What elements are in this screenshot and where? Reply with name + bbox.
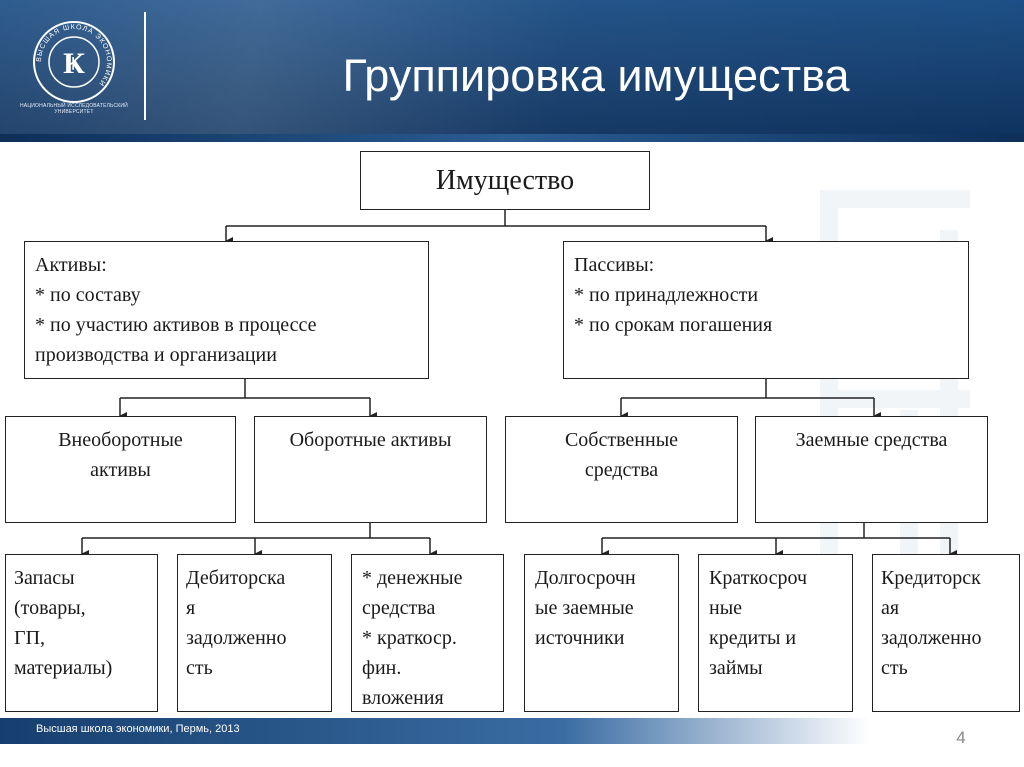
node-inventories-line: (товары, — [14, 597, 86, 619]
node-payables-line: Кредиторск — [881, 567, 981, 589]
header-bottom-stripe — [0, 134, 1024, 142]
node-receivables-line: Дебиторска — [186, 567, 286, 589]
node-assets-item: производства и организации — [35, 344, 277, 366]
node-own-funds-line: средства — [584, 459, 659, 481]
node-liabilities-item: * по принадлежности — [574, 284, 759, 306]
logo-monogram: Ҝ — [63, 47, 85, 80]
node-borrowed-funds: Заемные средства — [755, 416, 988, 523]
node-assets-title: Активы: — [35, 254, 107, 276]
node-current-assets: Оборотные активы — [254, 416, 487, 523]
node-inventories-line: Запасы — [14, 567, 75, 589]
node-own-funds-line: Собственные — [564, 429, 679, 451]
node-cash-line: вложения — [362, 687, 444, 709]
node-liabilities: Пассивы: * по принадлежности * по срокам… — [563, 241, 969, 379]
node-payables-line: сть — [881, 657, 908, 679]
node-short-term-line: Краткосроч — [709, 567, 808, 589]
node-noncurrent-assets: Внеоборотные активы — [5, 416, 236, 523]
node-property-label: Имущество — [435, 165, 575, 196]
node-inventories-line: ГП, — [14, 627, 46, 649]
footer-text: Высшая школа экономики, Пермь, 2013 — [36, 723, 240, 735]
node-payables-line: задолженно — [881, 627, 982, 649]
node-short-term-line: кредиты и — [709, 627, 797, 649]
node-noncurrent-line: Внеоборотные — [58, 429, 183, 451]
node-receivables-line: я — [186, 597, 196, 619]
node-cash: * денежные средства * краткоср. фин. вло… — [351, 554, 504, 712]
node-assets: Активы: * по составу * по участию активо… — [24, 241, 429, 379]
header-shine — [0, 0, 1024, 134]
node-liabilities-item: * по срокам погашения — [574, 314, 773, 336]
node-cash-line: * денежные — [362, 567, 463, 589]
node-current-label: Оборотные активы — [289, 429, 452, 451]
page-number: 4 — [956, 728, 966, 747]
node-own-funds: Собственные средства — [505, 416, 738, 523]
node-payables-line: ая — [881, 597, 900, 619]
node-receivables-line: задолженно — [186, 627, 287, 649]
node-cash-line: фин. — [362, 657, 402, 679]
node-inventories-line: материалы) — [14, 657, 113, 679]
node-short-term-line: займы — [709, 657, 763, 679]
node-noncurrent-line: активы — [90, 459, 151, 481]
footer-bar — [0, 718, 1024, 744]
page-title: Группировка имущества — [342, 50, 850, 101]
header-band — [0, 0, 1024, 134]
logo-caption: НАЦИОНАЛЬНЫЙ ИССЛЕДОВАТЕЛЬСКИЙ УНИВЕРСИТ… — [20, 103, 128, 115]
node-long-term-line: Долгосрочн — [535, 567, 636, 589]
hse-logo: ВЫСШАЯ ШКОЛА ЭКОНОМИКИ Ҝ — [33, 21, 115, 103]
node-cash-line: средства — [362, 597, 436, 619]
node-short-term-loans: Краткосроч ные кредиты и займы — [698, 554, 853, 712]
node-receivables-line: сть — [186, 657, 213, 679]
node-liabilities-title: Пассивы: — [574, 254, 655, 276]
node-borrowed-label: Заемные средства — [795, 429, 948, 451]
node-inventories: Запасы (товары, ГП, материалы) — [5, 554, 158, 712]
node-assets-item: * по составу — [35, 284, 141, 306]
node-property: Имущество — [360, 151, 650, 210]
node-cash-line: * краткоср. — [362, 627, 457, 649]
node-long-term-line: источники — [535, 627, 625, 649]
node-short-term-line: ные — [709, 597, 743, 619]
node-payables: Кредиторск ая задолженно сть — [872, 554, 1020, 712]
node-assets-item: * по участию активов в процессе — [35, 314, 317, 336]
node-long-term-line: ые заемные — [535, 597, 634, 619]
header-divider — [144, 12, 146, 120]
node-long-term-borrowings: Долгосрочн ые заемные источники — [524, 554, 679, 712]
node-receivables: Дебиторска я задолженно сть — [177, 554, 332, 712]
